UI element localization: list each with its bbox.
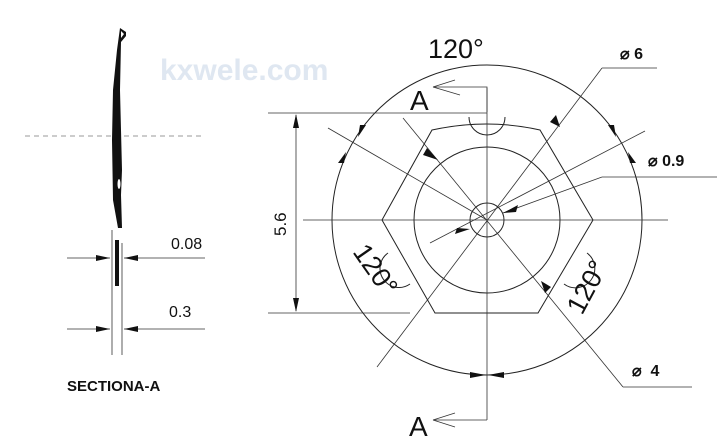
arrow-dia-outer [550,115,560,127]
notch-left [379,252,411,288]
membrane-profile [112,28,126,228]
section-title: SECTIONA-A [67,378,161,395]
dim-thick-label: 0.3 [169,304,191,321]
front-view: A A 5.6 120° 120° 120° ⌀ 6 ⌀ 0.9 ⌀ 4 [268,34,717,442]
dim-thin-label: 0.08 [171,236,202,253]
height-dim-label: 5.6 [271,212,290,236]
arrow-dia-inner-top [423,148,438,160]
angle-top-label: 120° [428,34,484,64]
dia-center-label: ⌀ 0.9 [648,153,684,170]
section-mark-top: A [410,85,429,116]
notch-right [563,252,596,289]
angle-left-label: 120° [347,238,404,301]
section-view: 0.08 0.3 SECTIONA-A [25,28,205,395]
arrow-dia-inner-bottom [541,281,551,293]
dia-outer-label: ⌀ 6 [620,46,643,63]
dia-inner-label: ⌀ 4 [632,363,660,380]
section-mark-bottom: A [409,411,428,442]
watermark: kxwele.com [160,54,328,87]
hexagon-outline [381,123,594,314]
thickness-bar [115,240,119,286]
